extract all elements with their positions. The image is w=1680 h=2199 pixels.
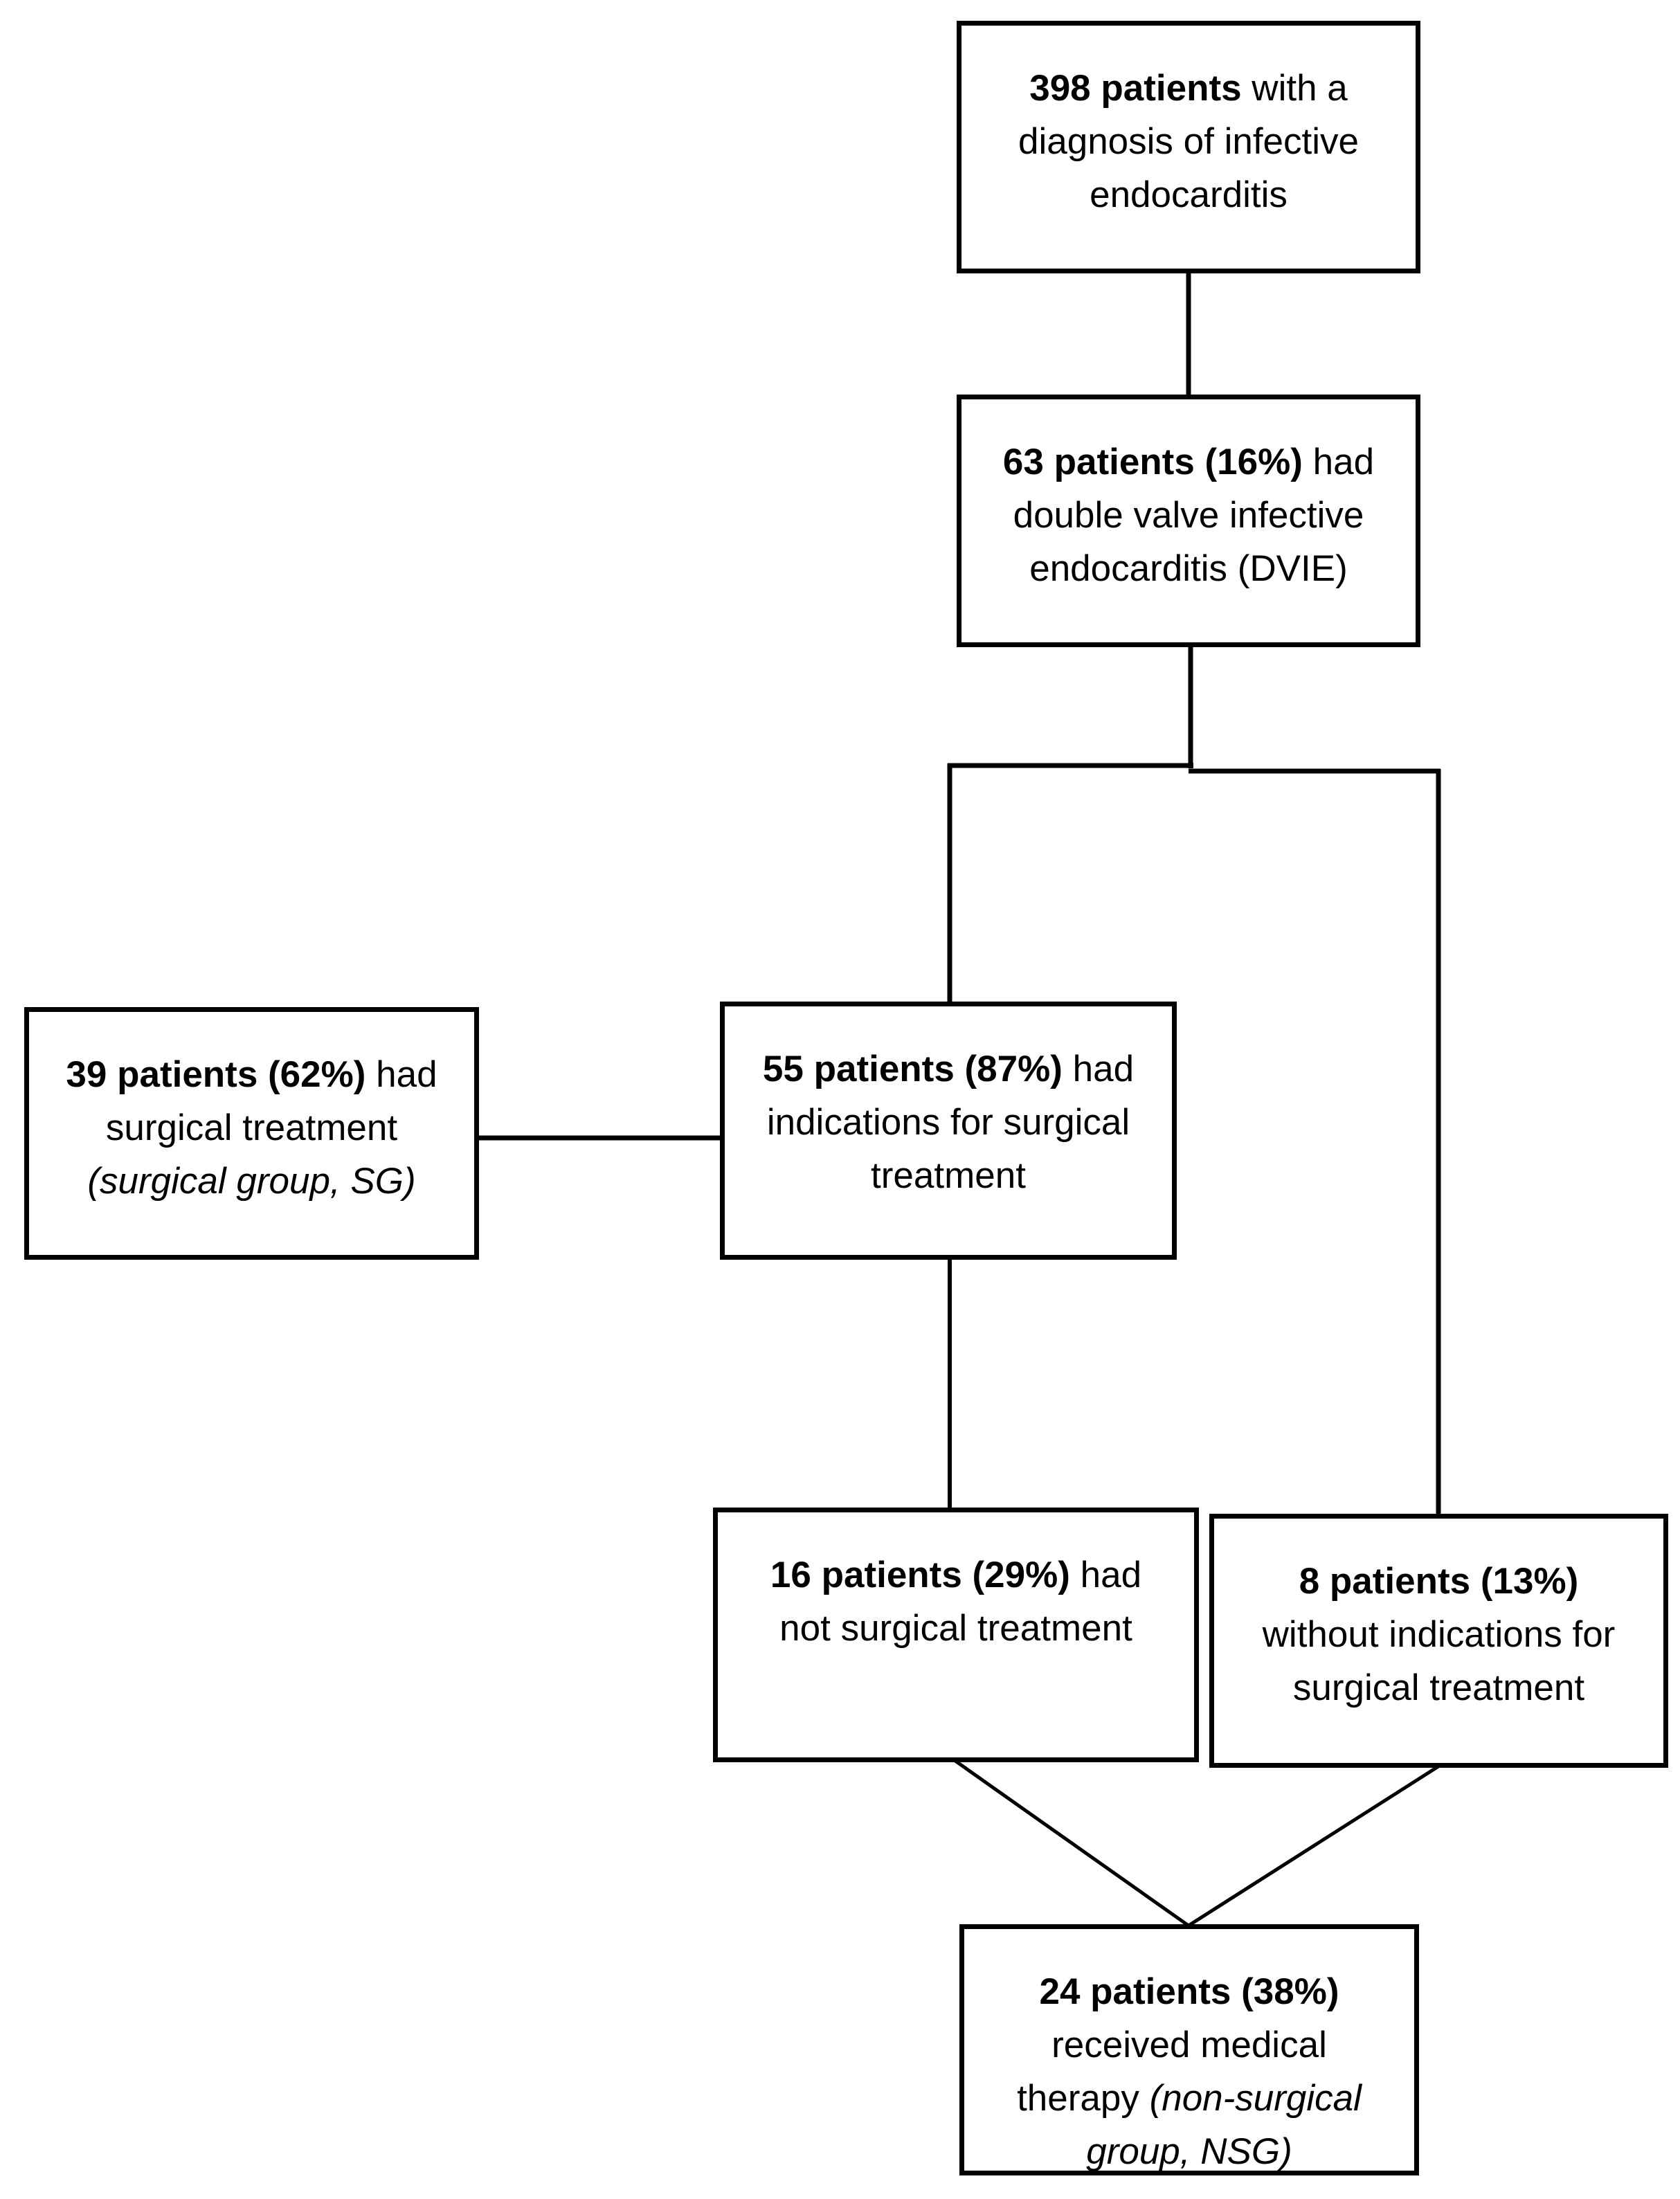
- group-abbreviation-text: (surgical group, SG): [87, 1161, 416, 1202]
- text-line: surgical treatment: [1214, 1661, 1663, 1714]
- box-total-patients: 398 patients with a diagnosis of infecti…: [957, 21, 1420, 273]
- text-line: 63 patients (16%) had: [961, 435, 1416, 489]
- box-surgical-indications: 55 patients (87%) had indications for su…: [720, 1002, 1177, 1260]
- text-segment: not surgical treatment: [779, 1608, 1132, 1649]
- text-line: 16 patients (29%) had: [718, 1548, 1194, 1602]
- text-segment: with a: [1241, 68, 1348, 109]
- text-segment: without indications for: [1262, 1614, 1616, 1655]
- patient-count-text: 8 patients (13%): [1299, 1561, 1579, 1602]
- text-line: (surgical group, SG): [29, 1155, 474, 1208]
- text-line: endocarditis (DVIE): [961, 542, 1416, 595]
- text-line: surgical treatment: [29, 1101, 474, 1155]
- text-segment: therapy: [1017, 2078, 1150, 2119]
- text-line: 24 patients (38%): [964, 1965, 1414, 2018]
- patient-count-text: 55 patients (87%): [762, 1049, 1063, 1089]
- text-line: endocarditis: [961, 168, 1416, 221]
- text-line: without indications for: [1214, 1608, 1663, 1661]
- text-segment: diagnosis of infective: [1018, 121, 1359, 162]
- group-abbreviation-text: (non-surgical: [1149, 2078, 1362, 2119]
- box-non-surgical-group: 24 patients (38%) received medical thera…: [959, 1924, 1419, 2175]
- text-segment: had: [365, 1054, 437, 1095]
- text-segment: indications for surgical: [766, 1102, 1130, 1143]
- group-abbreviation-text: group, NSG): [1086, 2131, 1292, 2172]
- text-line: not surgical treatment: [718, 1602, 1194, 1655]
- text-segment: endocarditis (DVIE): [1029, 548, 1348, 589]
- text-line: group, NSG): [964, 2125, 1414, 2178]
- text-segment: had: [1069, 1555, 1142, 1595]
- patient-count-text: 39 patients (62%): [66, 1054, 366, 1095]
- text-line: therapy (non-surgical: [964, 2072, 1414, 2125]
- text-line: treatment: [725, 1149, 1172, 1202]
- text-line: diagnosis of infective: [961, 115, 1416, 168]
- text-line: 39 patients (62%) had: [29, 1048, 474, 1101]
- text-segment: surgical treatment: [105, 1107, 398, 1148]
- text-line: indications for surgical: [725, 1096, 1172, 1149]
- text-line: 8 patients (13%): [1214, 1555, 1663, 1608]
- text-line: 55 patients (87%) had: [725, 1042, 1172, 1096]
- box-without-indications: 8 patients (13%) without indications for…: [1209, 1514, 1668, 1768]
- connector-noindications-to-nsg-diagonal: [1187, 1764, 1440, 1928]
- text-line: received medical: [964, 2018, 1414, 2072]
- patient-count-text: 63 patients (16%): [1002, 442, 1303, 482]
- patient-count-text: 398 patients: [1029, 68, 1242, 109]
- patient-count-text: 16 patients (29%): [770, 1555, 1070, 1595]
- box-surgical-group: 39 patients (62%) had surgical treatment…: [24, 1007, 479, 1260]
- text-segment: had: [1062, 1049, 1135, 1089]
- connector-nosurgery-to-nsg-diagonal: [954, 1759, 1190, 1928]
- text-segment: treatment: [871, 1155, 1026, 1196]
- text-segment: double valve infective: [1013, 495, 1364, 536]
- text-segment: received medical: [1051, 2025, 1327, 2065]
- box-no-surgical-treatment: 16 patients (29%) had not surgical treat…: [713, 1508, 1199, 1762]
- text-segment: surgical treatment: [1292, 1667, 1585, 1708]
- box-dvie-patients: 63 patients (16%) had double valve infec…: [957, 395, 1420, 647]
- patient-count-text: 24 patients (38%): [1039, 1971, 1339, 2012]
- text-segment: endocarditis: [1090, 174, 1288, 215]
- text-segment: had: [1302, 442, 1375, 482]
- text-line: double valve infective: [961, 489, 1416, 542]
- text-line: 398 patients with a: [961, 62, 1416, 115]
